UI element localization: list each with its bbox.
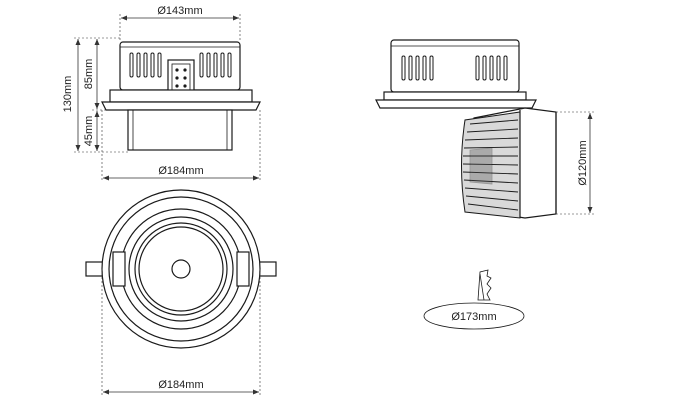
plan-view: Ø184mm [85,189,277,396]
side-vent-slots-right [475,55,508,81]
cutout-symbol: Ø173mm [423,269,525,330]
vent-slots-right [199,52,232,78]
side-vent-slots-left [401,55,434,81]
bottom-diameter-dimension: Ø184mm [101,269,261,396]
vent-slots-left [129,52,162,78]
cutout-diameter-label: Ø173mm [451,311,496,323]
side-elevation-view: Ø120mm [375,39,594,219]
height-lower-label: 45mm [83,116,95,147]
reflector-ring [134,222,228,316]
mounting-plate [109,89,253,103]
trim-flange [101,101,261,111]
lens-housing [127,109,233,151]
tilted-lamp-head [461,107,557,219]
pivot-left [112,251,126,287]
lens-diameter-dimension: Ø120mm [556,111,594,215]
spring-clip-left [85,261,105,277]
spring-clip-right [257,261,277,277]
top-diameter-label: Ø143mm [157,5,202,17]
lens-diameter-label: Ø120mm [577,140,589,185]
cutout-ellipse [423,302,525,330]
side-diameter-dimension: Ø184mm [101,110,261,182]
height-dimensions: 130mm 85mm 45mm [62,37,128,153]
height-total-label: 130mm [62,76,74,113]
led-emitter [171,259,191,279]
ceiling-section-icon [477,269,492,301]
front-elevation-view: Ø143mm [62,5,261,182]
side-mounting-plate [383,91,527,101]
bottom-diameter-label: Ø184mm [158,379,203,391]
top-diameter-dimension: Ø143mm [119,5,241,42]
pivot-right [236,251,250,287]
terminal-block [167,59,195,95]
side-trim-flange [375,99,537,109]
height-upper-label: 85mm [83,59,95,90]
side-diameter-label: Ø184mm [158,165,203,177]
